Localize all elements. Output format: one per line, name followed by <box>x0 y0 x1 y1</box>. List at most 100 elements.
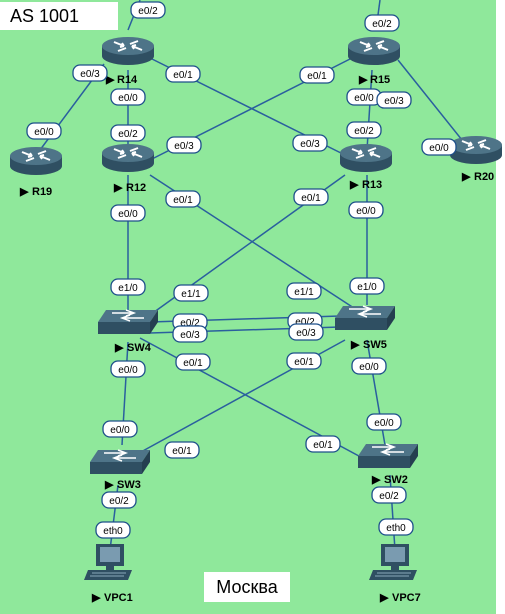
port-text: e0/1 <box>294 357 314 368</box>
port-badge <box>293 188 329 206</box>
port-text: e0/1 <box>183 358 203 369</box>
port-badge <box>299 66 335 84</box>
switch-icon <box>334 305 396 331</box>
router-r15[interactable]: R15 ▶ <box>347 36 401 86</box>
link-sw2-vpc7 <box>389 474 396 551</box>
port-text: e0/2 <box>138 6 158 17</box>
port-r12-e02: e0/2 <box>110 124 146 142</box>
port-sw4-e01: e0/1 <box>175 353 211 371</box>
router-r13[interactable]: R13 ▶ <box>339 143 393 191</box>
port-vpc1-eth0: eth0 <box>95 521 131 539</box>
port-badge <box>366 413 402 431</box>
switch-icon <box>357 443 419 469</box>
port-text: e0/3 <box>180 330 200 341</box>
port-text: e1/0 <box>118 283 138 294</box>
router-label: R15 <box>370 74 390 86</box>
router-label: R13 <box>362 179 382 191</box>
port-badge <box>110 124 146 142</box>
port-vpc7-eth0: eth0 <box>378 518 414 536</box>
port-text: e0/1 <box>173 195 193 206</box>
port-text: e1/1 <box>181 289 201 300</box>
port-badge <box>164 441 200 459</box>
play-marker: ▶ <box>358 74 368 86</box>
port-text: e1/0 <box>357 282 377 293</box>
port-sw3-e01: e0/1 <box>164 441 200 459</box>
router-icon <box>9 146 63 176</box>
port-badge <box>288 323 324 341</box>
port-text: e0/1 <box>307 71 327 82</box>
port-badge <box>110 360 146 378</box>
switch-label: SW4 <box>127 342 152 354</box>
router-r19[interactable]: R19 ▶ <box>9 146 63 198</box>
switch-sw3[interactable]: SW3 ▶ <box>89 449 151 491</box>
port-text: e0/2 <box>354 126 374 137</box>
port-r13-e01: e0/1 <box>293 188 329 206</box>
play-marker: ▶ <box>379 592 389 604</box>
port-badge <box>101 491 137 509</box>
port-text: e1/1 <box>294 287 314 298</box>
port-r20-e00: e0/0 <box>421 138 457 156</box>
port-text: eth0 <box>386 523 406 534</box>
port-r13-e03: e0/3 <box>292 134 328 152</box>
router-icon <box>101 36 155 66</box>
port-text: e0/0 <box>354 93 374 104</box>
port-text: e0/1 <box>172 446 192 457</box>
port-badge <box>166 136 202 154</box>
port-text: e0/0 <box>356 206 376 217</box>
router-icon <box>339 143 393 173</box>
switch-sw2[interactable]: SW2 ▶ <box>357 443 419 486</box>
port-text: e0/2 <box>372 19 392 30</box>
play-marker: ▶ <box>114 342 124 354</box>
port-text: e0/0 <box>118 209 138 220</box>
router-r20[interactable]: R20 ▶ <box>449 135 503 183</box>
port-badge <box>421 138 457 156</box>
port-badge <box>102 420 138 438</box>
port-badge <box>95 521 131 539</box>
port-badge <box>165 190 201 208</box>
port-sw3-e02: e0/2 <box>101 491 137 509</box>
pc-vpc7[interactable]: VPC7 ▶ <box>368 543 421 604</box>
port-sw5-e10: e1/0 <box>349 277 385 295</box>
port-r14-e01: e0/1 <box>165 65 201 83</box>
port-r12-e03: e0/3 <box>166 136 202 154</box>
port-text: e0/0 <box>118 93 138 104</box>
pc-vpc1[interactable]: VPC1 ▶ <box>83 543 133 604</box>
port-r14-top: e0/2 <box>130 1 166 19</box>
port-badge <box>130 1 166 19</box>
port-text: e0/1 <box>173 70 193 81</box>
port-badge <box>175 353 211 371</box>
port-sw5-e00: e0/0 <box>351 357 387 375</box>
port-r13-e02: e0/2 <box>346 121 382 139</box>
switch-label: SW5 <box>363 339 387 351</box>
port-badge <box>110 278 146 296</box>
port-text: e0/2 <box>180 318 200 329</box>
port-badge <box>378 518 414 536</box>
pc-label: VPC1 <box>104 592 133 604</box>
port-badge <box>110 204 146 222</box>
port-sw5-e01: e0/1 <box>286 352 322 370</box>
canvas-edge <box>496 0 505 614</box>
port-text: e0/0 <box>34 127 54 138</box>
play-marker: ▶ <box>91 592 101 604</box>
port-text: e0/0 <box>429 143 449 154</box>
switch-sw4[interactable]: SW4 ▶ <box>97 309 159 354</box>
port-text: e0/1 <box>301 193 321 204</box>
router-r12[interactable]: R12 ▶ <box>101 143 155 194</box>
router-r14[interactable]: R14 ▶ <box>101 36 155 86</box>
router-icon <box>101 143 155 173</box>
router-label: R14 <box>117 74 138 86</box>
port-text: e0/2 <box>118 129 138 140</box>
router-icon <box>347 36 401 66</box>
port-badge <box>349 277 385 295</box>
router-label: R12 <box>126 182 146 194</box>
port-r14-e00: e0/0 <box>110 88 146 106</box>
port-text: e0/0 <box>374 418 394 429</box>
port-sw4-e03: e0/3 <box>172 325 208 343</box>
port-r14-e03: e0/3 <box>72 64 108 82</box>
switch-sw5[interactable]: SW5 ▶ <box>334 305 396 351</box>
play-marker: ▶ <box>19 186 29 198</box>
